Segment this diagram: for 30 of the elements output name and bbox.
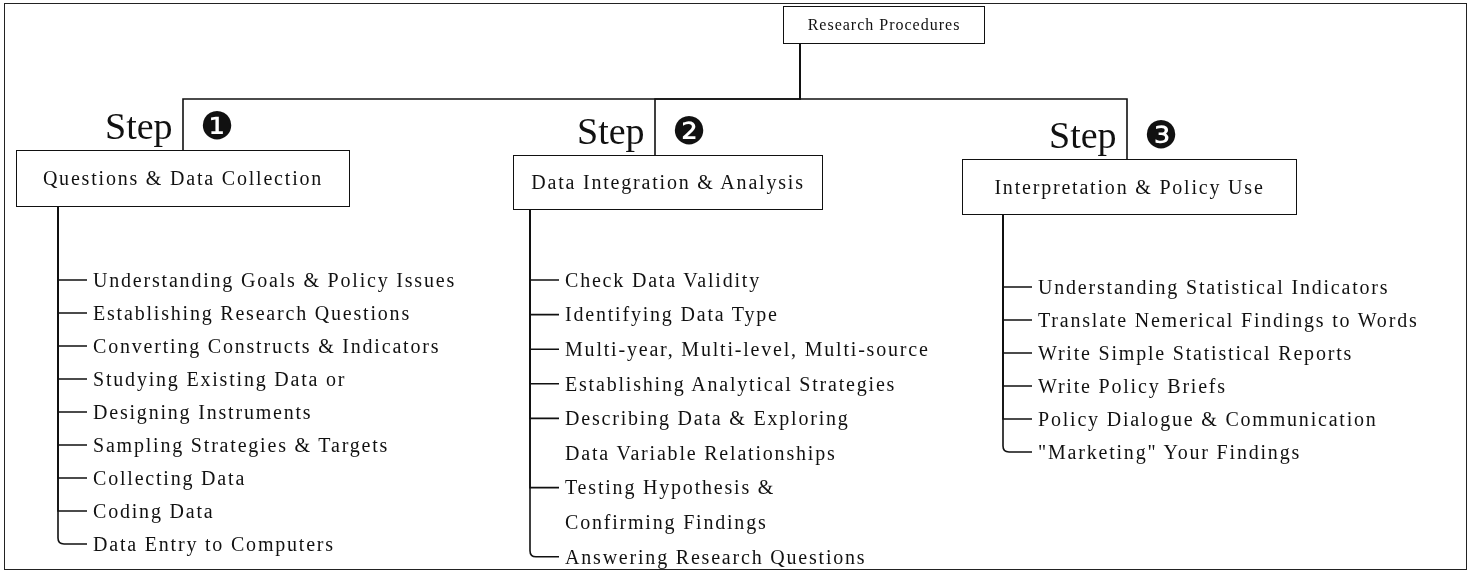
root-box: Research Procedures xyxy=(783,6,985,44)
step-box: Data Integration & Analysis xyxy=(513,155,823,210)
list-item: Write Policy Briefs xyxy=(1032,369,1227,403)
connector-line xyxy=(799,43,1128,160)
list-item: Understanding Goals & Policy Issues xyxy=(87,263,456,297)
list-item: Check Data Validity xyxy=(559,262,762,298)
list-item: Designing Instruments xyxy=(87,395,313,429)
list-item: Sampling Strategies & Targets xyxy=(87,428,390,462)
list-item: Describing Data & Exploring Data Variable Relationships xyxy=(559,401,865,471)
list-item: Testing Hypothesis & Confirming Findings xyxy=(559,470,795,540)
list-item: Answering Research Questions xyxy=(559,539,867,575)
list-item: Identifying Data Type xyxy=(559,297,779,332)
list-item: Converting Constructs & Indicators xyxy=(87,329,441,363)
step-box: Interpretation & Policy Use xyxy=(962,159,1297,215)
list-item: "Marketing" Your Findings xyxy=(1032,435,1302,469)
list-item: Policy Dialogue & Communication xyxy=(1032,402,1378,436)
list-item: Studying Existing Data or xyxy=(87,362,347,396)
list-item: Data Entry to Computers xyxy=(87,527,335,561)
step-heading: Step ❶ xyxy=(105,104,235,148)
list-item: Establishing Research Questions xyxy=(87,296,411,330)
list-item: Translate Nemerical Findings to Words xyxy=(1032,303,1419,337)
step-heading: Step ❸ xyxy=(1049,113,1179,157)
list-item: Collecting Data xyxy=(87,461,247,495)
step-heading: Step ❷ xyxy=(577,109,707,153)
list-item: Write Simple Statistical Reports xyxy=(1032,336,1354,370)
list-item: Multi-year, Multi-level, Multi-source xyxy=(559,331,930,367)
list-item: Understanding Statistical Indicators xyxy=(1032,270,1390,304)
list-item: Coding Data xyxy=(87,494,215,528)
step-box: Questions & Data Collection xyxy=(16,150,350,207)
list-item: Establishing Analytical Strategies xyxy=(559,366,897,402)
